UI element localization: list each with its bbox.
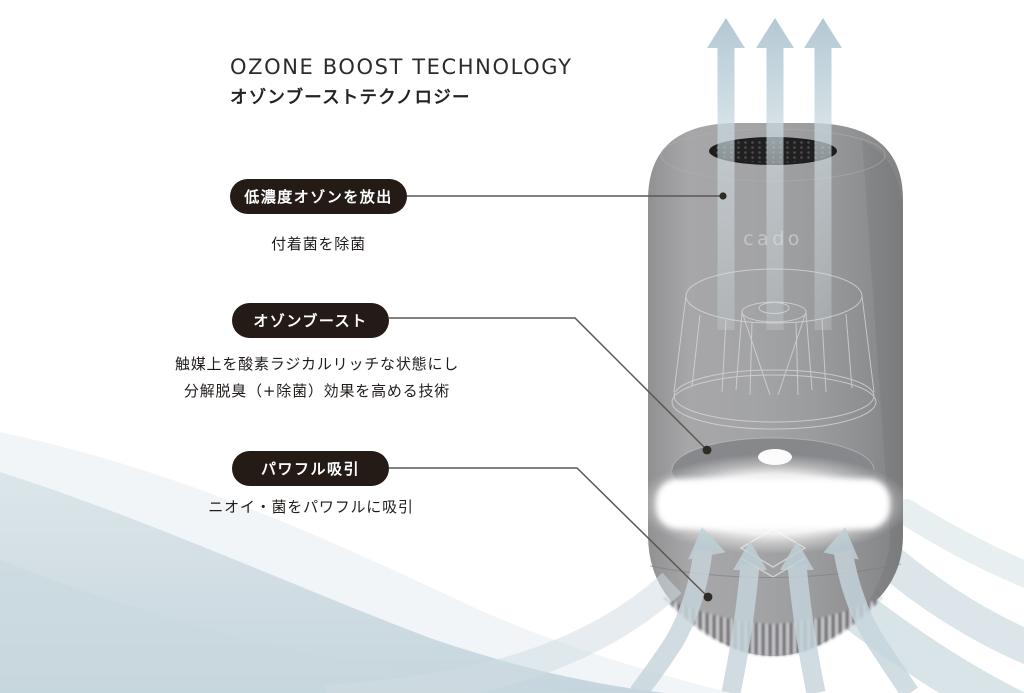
description-ozone-release: 付着菌を除菌 [271,235,366,253]
intake-arrow-icon [721,541,767,693]
description-ozone-boost: 触媒上を酸素ラジカルリッチな状態にし 分解脱臭（+除菌）効果を高める技術 [167,351,467,405]
intake-arrow-icon [630,527,726,693]
page-subtitle: オゾンブーストテクノロジー [230,88,471,109]
led-light-ring [633,454,913,554]
airflow-up-arrows [707,18,842,330]
intake-arrow-icon [780,541,826,693]
callout-line-powerful-suction [389,467,713,602]
up-arrow-icon [804,18,842,330]
background-band-right [835,499,1024,693]
up-arrow-icon [756,18,794,330]
label-ozone-release: 低濃度オゾンを放出 [230,179,407,214]
label-powerful-suction: パワフル吸引 [232,451,389,486]
up-arrow-icon [707,18,745,330]
airflow-intake-arrows [325,527,918,693]
title-block: OZONE BOOST TECHNOLOGY オゾンブーストテクノロジー [230,55,573,109]
callout-lines [389,192,727,602]
label-ozone-boost: オゾンブースト [232,303,389,338]
description-ozone-boost-line1: 触媒上を酸素ラジカルリッチな状態にし [174,355,460,373]
page-title: OZONE BOOST TECHNOLOGY [230,55,573,79]
callout-line-ozone-boost [389,317,712,455]
intake-arrow-icon [823,527,918,693]
bottom-intake-grille [663,597,883,656]
background-wave [0,432,730,693]
callout-line-ozone-release [407,192,727,200]
description-powerful-suction: ニオイ・菌をパワフルに吸引 [208,498,414,516]
description-ozone-boost-line2: 分解脱臭（+除菌）効果を高める技術 [183,382,451,400]
internal-fan-wireframe [671,268,877,430]
